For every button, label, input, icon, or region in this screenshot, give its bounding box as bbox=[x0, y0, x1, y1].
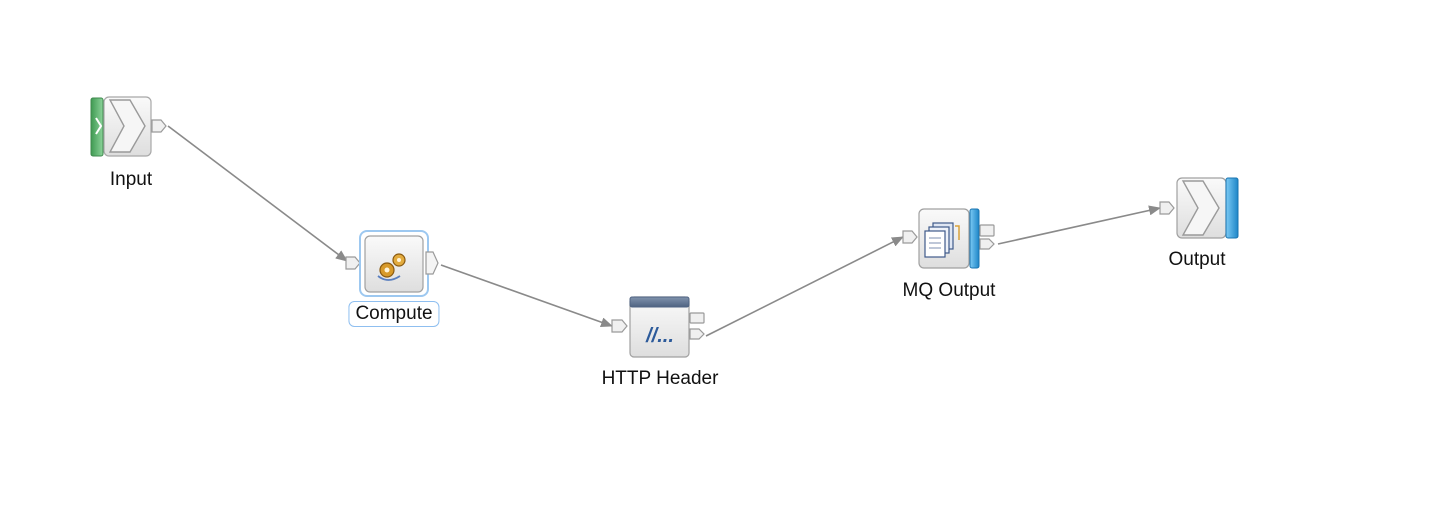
httpheader-terminal-out-1[interactable] bbox=[689, 312, 705, 324]
node-label-compute[interactable]: Compute bbox=[348, 301, 440, 327]
node-httpheader[interactable]: //... bbox=[611, 296, 705, 358]
node-output[interactable] bbox=[1159, 177, 1239, 239]
compute-terminal-in[interactable] bbox=[345, 256, 361, 270]
compute-terminal-out[interactable] bbox=[425, 251, 439, 275]
node-compute[interactable] bbox=[345, 230, 439, 297]
httpheader-terminal-in[interactable] bbox=[611, 319, 628, 333]
compute-gears-icon bbox=[377, 253, 406, 281]
node-label-mqoutput[interactable]: MQ Output bbox=[902, 280, 996, 301]
input-terminal-out[interactable] bbox=[151, 119, 167, 133]
node-label-input[interactable]: Input bbox=[109, 169, 153, 190]
node-mqoutput[interactable] bbox=[902, 208, 995, 269]
output-node-icon bbox=[1181, 180, 1220, 236]
input-node-icon bbox=[95, 99, 146, 153]
connections bbox=[167, 125, 1161, 337]
httpheader-terminal-out-2[interactable] bbox=[689, 328, 705, 340]
mqoutput-terminal-in[interactable] bbox=[902, 230, 918, 244]
mqoutput-terminal-out-2[interactable] bbox=[979, 238, 995, 250]
http-header-icon: //... bbox=[645, 325, 674, 347]
connection-mqoutput-to-output[interactable] bbox=[997, 205, 1161, 245]
node-label-httpheader[interactable]: HTTP Header bbox=[601, 368, 719, 389]
node-label-output[interactable]: Output bbox=[1168, 249, 1226, 270]
connection-httpheader-to-mqoutput[interactable] bbox=[705, 236, 904, 337]
node-input[interactable] bbox=[90, 96, 167, 157]
connection-input-to-compute[interactable] bbox=[167, 125, 348, 262]
mqoutput-terminal-out-1[interactable] bbox=[979, 224, 995, 237]
output-terminal-in[interactable] bbox=[1159, 201, 1175, 215]
connection-compute-to-httpheader[interactable] bbox=[440, 264, 613, 328]
mq-output-icon bbox=[924, 222, 960, 258]
